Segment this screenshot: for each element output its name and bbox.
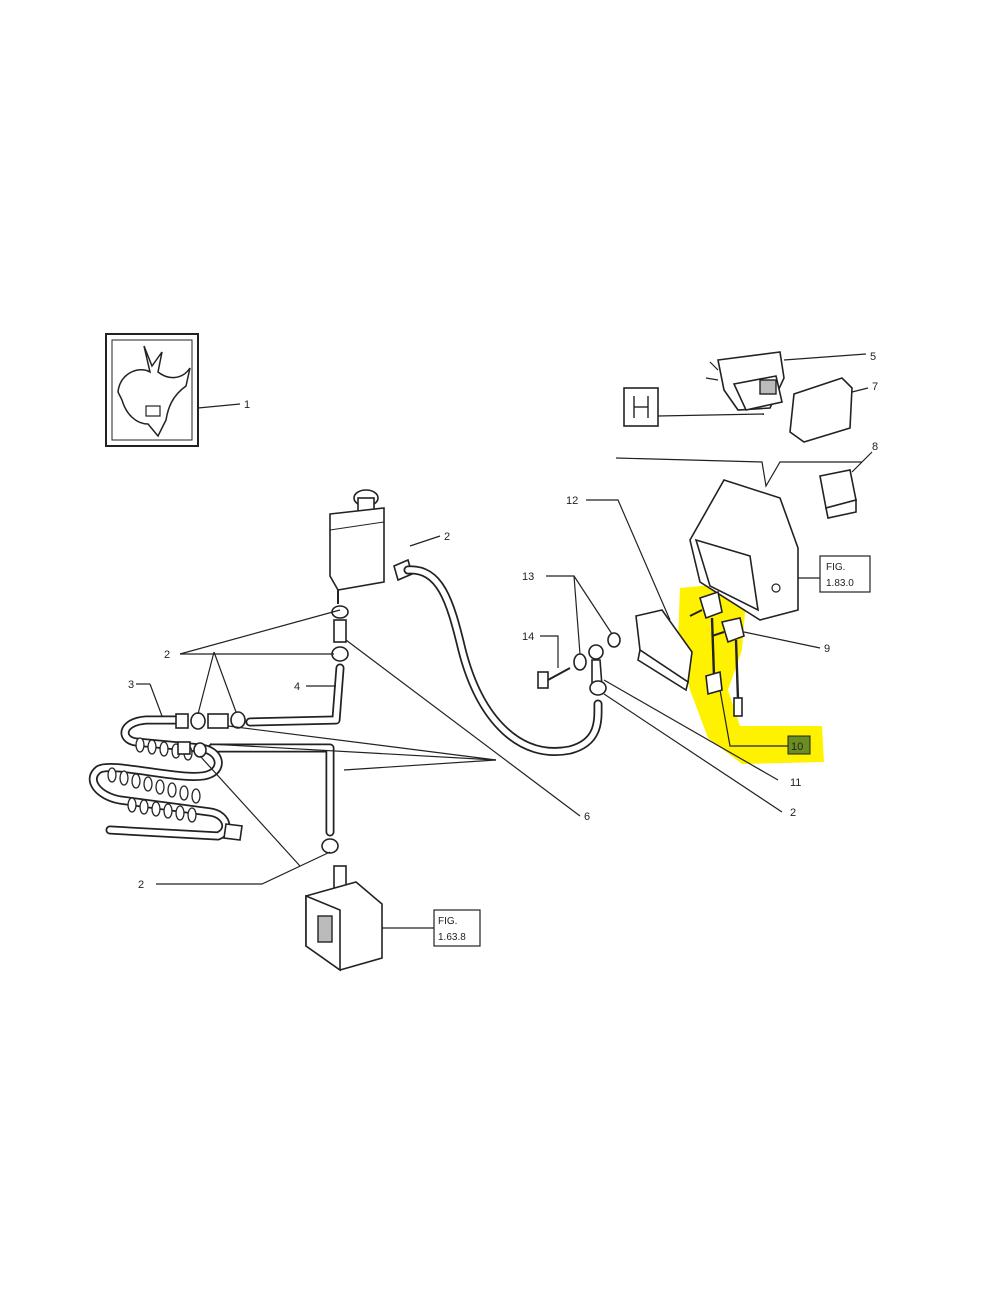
fig-ref-box-1 bbox=[819, 555, 871, 593]
bolt-part-14 bbox=[537, 667, 571, 689]
clamp-mid bbox=[331, 646, 349, 662]
callout-1: 1 bbox=[244, 399, 250, 411]
callout-2-left: 2 bbox=[164, 649, 170, 661]
rabbit-decal bbox=[105, 333, 199, 447]
hose-long bbox=[403, 565, 603, 756]
fig-ref-1-line2: 1.83.0 bbox=[826, 578, 854, 589]
rocker-cap-part-7 bbox=[789, 377, 853, 443]
fig-ref-2-line1: FIG. bbox=[438, 916, 457, 927]
part-10-highlight bbox=[678, 584, 824, 764]
switch-symbol bbox=[623, 387, 659, 427]
callout-10-box bbox=[787, 735, 811, 755]
callout-2-bottom: 2 bbox=[138, 879, 144, 891]
hose-part-4 bbox=[245, 663, 345, 727]
washer-part-13 bbox=[573, 632, 621, 671]
block-part-12 bbox=[635, 609, 693, 692]
harness-part-9 bbox=[711, 617, 745, 717]
clamp-pump bbox=[321, 838, 339, 854]
fittings-row bbox=[175, 711, 246, 758]
callout-12: 12 bbox=[566, 495, 578, 507]
fig-ref-1-line1: FIG. bbox=[826, 562, 845, 573]
switch-housing bbox=[689, 479, 799, 621]
fig-ref-2-line2: 1.63.8 bbox=[438, 932, 466, 943]
callout-11: 11 bbox=[790, 777, 801, 789]
fitting-short bbox=[333, 619, 347, 643]
callout-9: 9 bbox=[824, 643, 830, 655]
callout-10: 10 bbox=[791, 741, 803, 753]
coil-rings bbox=[107, 737, 201, 823]
ring-terminal-part-11 bbox=[588, 644, 604, 687]
fig-ref-box-2 bbox=[433, 909, 481, 947]
callout-2-top: 2 bbox=[444, 531, 450, 543]
callout-2-right: 2 bbox=[790, 807, 796, 819]
callout-3: 3 bbox=[128, 679, 134, 691]
pump bbox=[305, 865, 383, 972]
hose-lower bbox=[207, 743, 335, 837]
callout-6: 6 bbox=[584, 811, 590, 823]
callout-4: 4 bbox=[294, 681, 300, 693]
switch-part-5 bbox=[705, 351, 785, 411]
coil-end-fitting bbox=[223, 823, 243, 841]
reservoir bbox=[329, 489, 385, 604]
harness-part-10 bbox=[689, 590, 723, 696]
callout-5: 5 bbox=[870, 351, 876, 363]
separator-line bbox=[615, 457, 862, 488]
callout-7: 7 bbox=[872, 381, 878, 393]
callout-14: 14 bbox=[522, 631, 534, 643]
callout-8: 8 bbox=[872, 441, 878, 453]
relay-part-8 bbox=[819, 469, 857, 519]
clamp-right bbox=[589, 680, 607, 696]
callout-13: 13 bbox=[522, 571, 534, 583]
